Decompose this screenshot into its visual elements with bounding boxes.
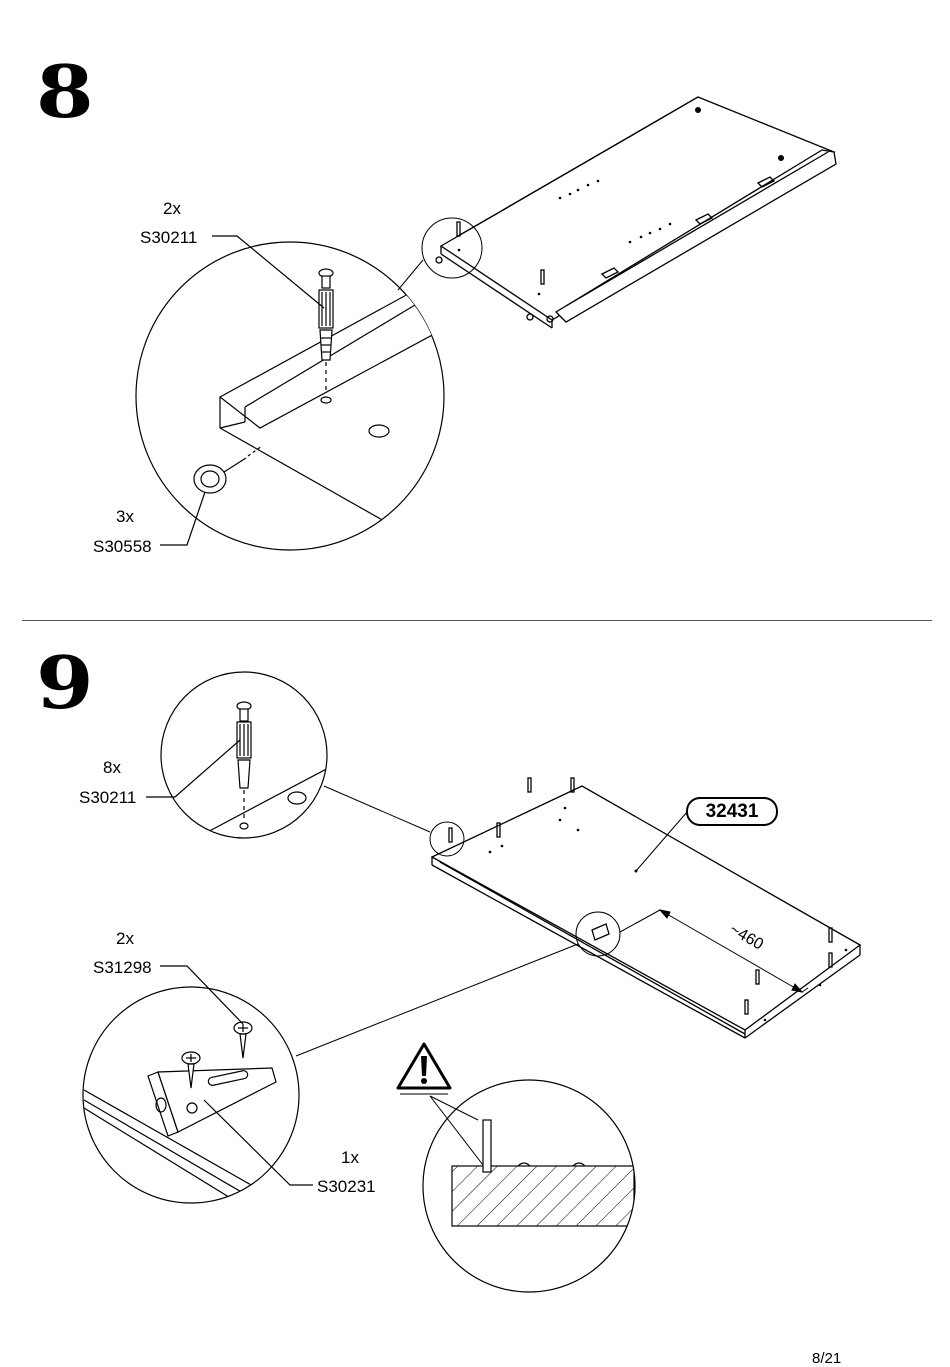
step9-panel (430, 777, 862, 1039)
step8-dowel-qty: 2x (163, 199, 181, 218)
bracket-icon (147, 1067, 277, 1137)
partcode-leader (635, 811, 688, 872)
step8-glide-code: S30558 (93, 537, 152, 556)
step9-dowel-code: S30211 (79, 788, 137, 807)
step9-zoom-bracket (82, 965, 313, 1204)
part-code-badge: 32431 (686, 797, 778, 826)
step9-zoom-dowel (146, 671, 328, 839)
step-divider (22, 620, 932, 621)
step8-callout-lines (397, 217, 483, 291)
dimension-line (619, 909, 809, 993)
step-number-9: 9 (36, 640, 94, 725)
step8-dowel-code: S30211 (140, 228, 198, 247)
step8-panel (435, 96, 837, 329)
step8-glide-qty: 3x (116, 507, 134, 526)
step9-zoom-section (422, 1079, 636, 1293)
page-number: 8/21 (812, 1350, 842, 1367)
dowel-icon (318, 268, 334, 394)
step9-plate-code: S30231 (317, 1177, 376, 1196)
warning-icon (396, 1042, 452, 1095)
warning-leaders (429, 1095, 484, 1166)
step9-bracket-qty: 2x (116, 929, 134, 948)
step9-bracket-code: S31298 (93, 958, 152, 977)
step9-dowel-qty: 8x (103, 758, 121, 777)
step9-callout-lines (295, 785, 621, 1057)
step9-plate-qty: 1x (341, 1148, 359, 1167)
glide-icon (193, 445, 263, 494)
step-number-8: 8 (36, 49, 94, 134)
dowel-icon-2 (236, 701, 252, 820)
step8-zoom (135, 235, 445, 551)
screw-icon (181, 1021, 253, 1089)
